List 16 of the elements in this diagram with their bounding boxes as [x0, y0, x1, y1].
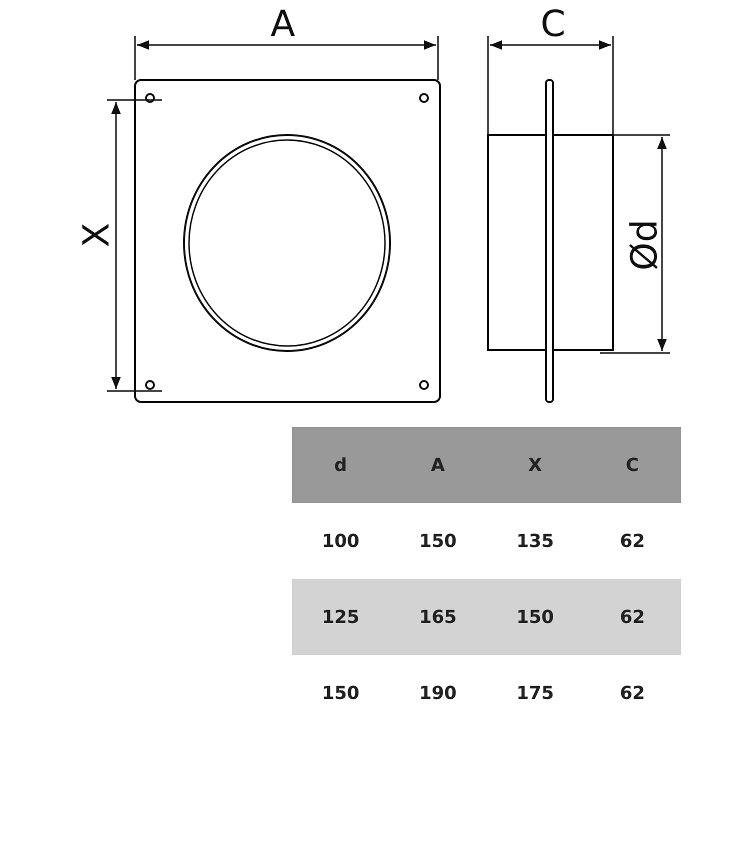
column-header: A [389, 427, 486, 503]
table-value: 100 [292, 503, 390, 579]
column-header: X [486, 427, 584, 503]
dimension-label: X [78, 222, 115, 248]
dimension-label: A [270, 7, 296, 43]
column-header: C [584, 427, 681, 503]
dimension-label: C [540, 7, 566, 43]
table-value: 135 [486, 503, 584, 579]
dimension-label: Ød [627, 219, 664, 271]
table-value: 150 [389, 503, 486, 579]
table-value: 62 [584, 503, 681, 579]
table-value: 150 [486, 579, 584, 655]
column-header: d [292, 427, 390, 503]
table-value: 125 [292, 579, 390, 655]
table-value: 165 [389, 579, 486, 655]
table-value: 62 [584, 579, 681, 655]
